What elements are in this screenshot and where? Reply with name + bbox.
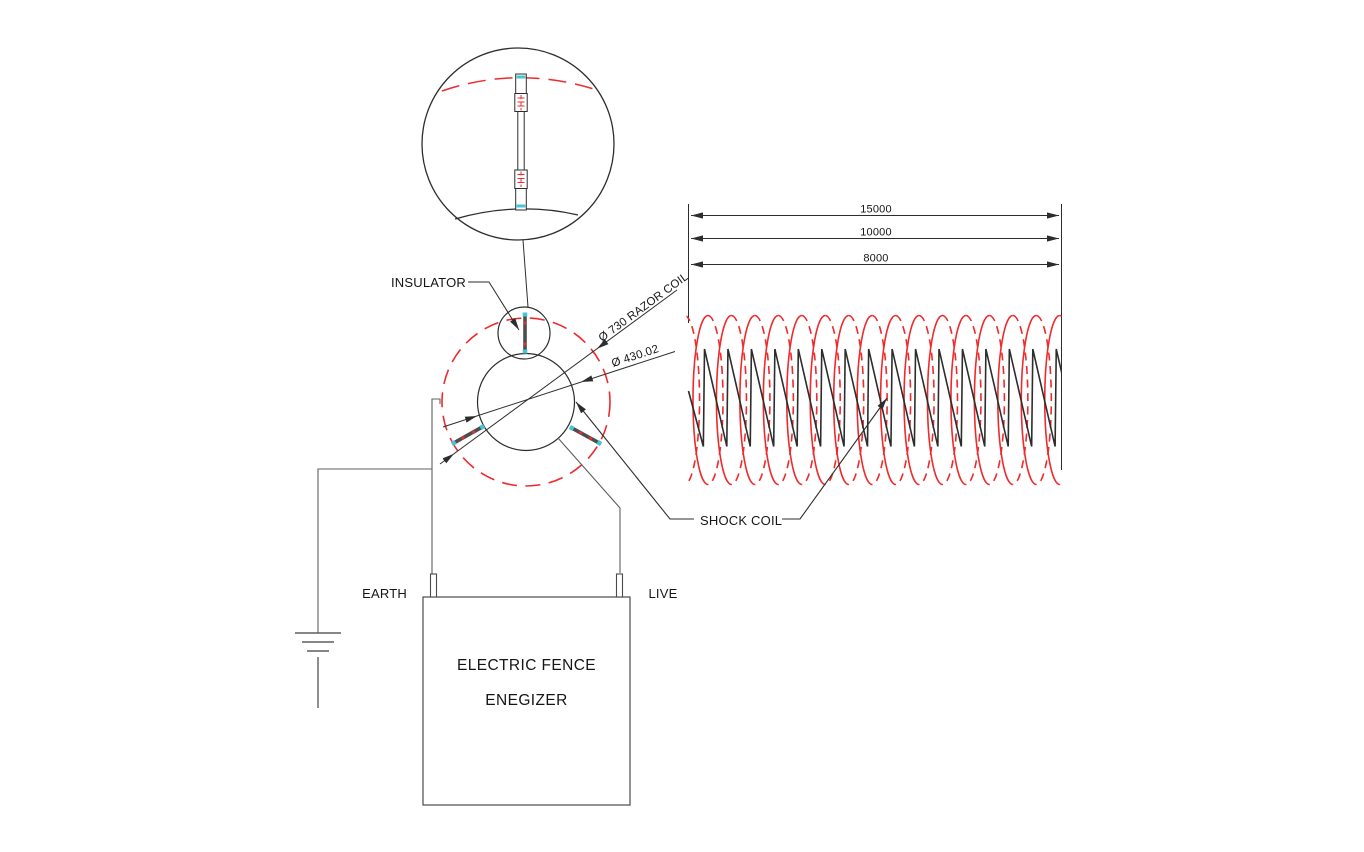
insulator-cyan-cap — [479, 424, 486, 430]
earth-terminal — [429, 573, 438, 598]
detail-circle-outline — [421, 47, 615, 241]
shock-coil-label: SHOCK COIL — [700, 513, 782, 528]
insulator-red-mark — [460, 435, 466, 440]
live-terminal — [615, 573, 624, 598]
shock-coil-wire — [687, 348, 1062, 447]
coil-loop-back — [686, 315, 701, 485]
detail-view-circle — [421, 47, 615, 308]
insulator-lower-right — [568, 425, 603, 446]
coil-loop-back — [965, 314, 982, 486]
insulator-lower-left — [450, 424, 486, 446]
earth-wire — [317, 468, 432, 633]
dia-430-label: Ø 430.02 — [610, 343, 660, 370]
razor-coil-arc-detail — [441, 77, 598, 92]
frame-and-wiring — [295, 398, 621, 708]
insulator-cyan-cap — [450, 440, 457, 446]
coil-loop-back — [707, 314, 724, 486]
shock-coil-callout: SHOCK COIL — [575, 397, 888, 528]
energizer-title-line2: ENEGIZER — [485, 692, 567, 709]
coil-loop-back — [1036, 314, 1053, 486]
coil-loop-back — [918, 314, 935, 486]
live-wire — [557, 437, 621, 573]
insulator-red-mark — [578, 430, 583, 435]
insulator-label: INSULATOR — [391, 275, 466, 290]
earth-label: EARTH — [362, 586, 407, 601]
coil-loop-back — [871, 314, 888, 486]
coil-loop-back — [942, 314, 959, 486]
insulator-leader — [468, 281, 520, 331]
insulator-callout: INSULATOR — [391, 275, 520, 331]
energizer-title-line1: ELECTRIC FENCE — [457, 657, 596, 674]
insulator-red-mark — [471, 430, 476, 434]
coil-loop-back — [848, 314, 865, 486]
dia-730-label: Ø 730 RAZOR COIL — [597, 271, 691, 345]
insulator-red-mark — [588, 436, 593, 441]
insulator-body — [451, 424, 485, 446]
live-label: LIVE — [649, 586, 678, 601]
energizer-box — [422, 596, 631, 806]
insulator-body — [569, 425, 602, 446]
diameter-dimensions: Ø 730 RAZOR COIL Ø 430.02 — [439, 271, 691, 465]
coil-loop-back — [778, 314, 795, 486]
insulator-rod — [517, 111, 525, 171]
coil-loop-back — [801, 314, 818, 486]
support-post — [431, 398, 441, 574]
dim-label-15000: 15000 — [860, 204, 892, 216]
coil-loop-back — [731, 314, 748, 486]
insulator-bottom-cyan-band — [516, 204, 526, 208]
coil-loop-back — [989, 314, 1006, 486]
dia-730-line — [439, 289, 678, 465]
coil-loop-front — [670, 316, 685, 485]
coil-loop-back — [754, 314, 771, 486]
coil-loop-back — [1012, 314, 1029, 486]
dim-label-10000: 10000 — [860, 227, 892, 239]
dia-430-line — [442, 351, 676, 428]
shock-coil-leader-right — [782, 397, 888, 520]
insulator-cyan-cap — [568, 425, 575, 431]
dim-label-8000: 8000 — [863, 253, 888, 265]
detail-reference-line — [522, 239, 529, 308]
shock-coil-leader-left — [575, 401, 694, 520]
insulator-bottom-cap — [515, 188, 527, 211]
insulator-top-cyan-band — [516, 75, 526, 79]
coil-loop-front — [692, 314, 709, 486]
stretched-coil-view — [670, 314, 1062, 486]
shock-coil-circle — [476, 352, 576, 452]
coil-loop-back — [895, 314, 912, 486]
energizer-unit: EARTH LIVE ELECTRIC FENCE ENEGIZER — [362, 573, 678, 806]
ground-symbol — [295, 632, 341, 708]
insulator-detail — [514, 73, 528, 211]
length-dimensions: 15000 10000 8000 — [688, 204, 1062, 470]
razor-coil-circle — [441, 317, 611, 487]
razor-coil-loops — [670, 314, 1062, 486]
insulator-cyan-cap — [596, 440, 603, 446]
insulator-zoom-circle — [497, 306, 551, 360]
coil-loop-back — [825, 314, 842, 486]
coil-end-view — [441, 306, 611, 487]
